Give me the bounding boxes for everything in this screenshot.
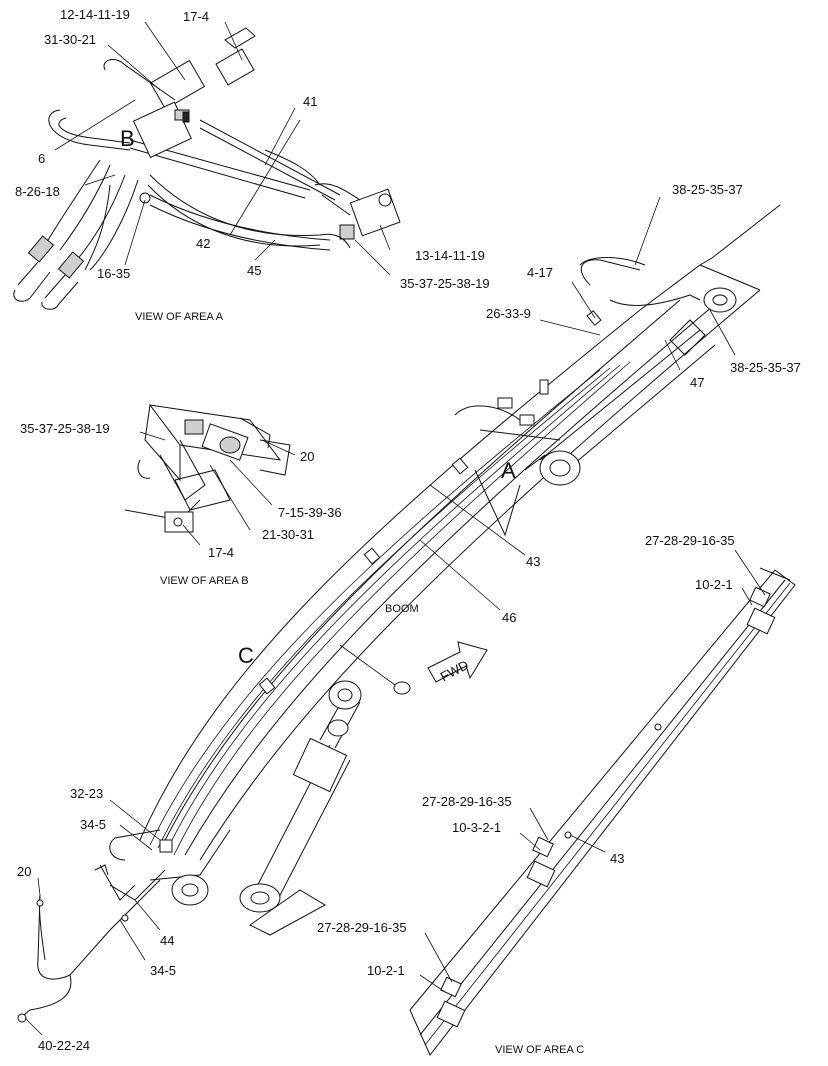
callout-13-14-11-19: 13-14-11-19 — [415, 248, 485, 263]
view-area-a-label: VIEW OF AREA A — [135, 311, 224, 323]
callout-46: 46 — [502, 610, 516, 625]
callout-43-c: 43 — [610, 851, 624, 866]
leaders-area-a — [54, 21, 391, 276]
callout-16-35: 16-35 — [97, 266, 130, 281]
view-area-a-drawing — [13, 27, 401, 310]
callout-35-37-25-38-19-b: 35-37-25-38-19 — [20, 421, 110, 436]
callout-40-22-24: 40-22-24 — [38, 1038, 90, 1053]
callout-labels: 12-14-11-19 17-4 31-30-21 41 6 8-26-18 4… — [15, 7, 801, 1056]
boom-label: BOOM — [385, 603, 419, 615]
leaders-area-b — [139, 431, 296, 546]
callout-31-30-21: 31-30-21 — [44, 32, 96, 47]
callout-35-37-25-38-19-a: 35-37-25-38-19 — [400, 276, 490, 291]
view-area-b-label: VIEW OF AREA B — [160, 575, 249, 587]
callout-10-2-1-top: 10-2-1 — [695, 577, 733, 592]
callout-34-5-top: 34-5 — [80, 817, 106, 832]
callout-27-28-29-16-35-mid: 27-28-29-16-35 — [422, 794, 512, 809]
callout-26-33-9: 26-33-9 — [486, 306, 531, 321]
callout-6: 6 — [38, 151, 45, 166]
view-area-c-drawing — [409, 567, 796, 1056]
callout-38-25-35-37-top: 38-25-35-37 — [672, 182, 743, 197]
area-marker-a: A — [501, 458, 516, 483]
callout-20-lower: 20 — [17, 864, 31, 879]
callout-20-b: 20 — [300, 449, 314, 464]
area-marker-b: B — [120, 126, 135, 151]
callout-21-30-31: 21-30-31 — [262, 527, 314, 542]
boom-drawing — [109, 204, 781, 936]
callout-34-5-bot: 34-5 — [150, 963, 176, 978]
area-marker-c: C — [238, 643, 254, 668]
callout-38-25-35-37-right: 38-25-35-37 — [730, 360, 801, 375]
fwd-arrow: FWD — [427, 641, 488, 684]
callout-17-4-b: 17-4 — [208, 545, 234, 560]
callout-10-3-2-1: 10-3-2-1 — [452, 820, 501, 835]
lower-left-harness — [17, 864, 166, 1023]
callout-4-17: 4-17 — [527, 265, 553, 280]
callout-17-4-a: 17-4 — [183, 9, 209, 24]
callout-47: 47 — [690, 375, 704, 390]
leaders-area-c — [419, 549, 766, 993]
view-area-c-label: VIEW OF AREA C — [495, 1044, 584, 1056]
callout-43-main: 43 — [526, 554, 540, 569]
callout-45: 45 — [247, 263, 261, 278]
callout-44: 44 — [160, 933, 174, 948]
callout-12-14-11-19: 12-14-11-19 — [60, 7, 130, 22]
leaders-main — [419, 196, 736, 611]
callout-8-26-18: 8-26-18 — [15, 184, 60, 199]
view-area-b-drawing — [124, 404, 291, 533]
callout-27-28-29-16-35-top: 27-28-29-16-35 — [645, 533, 735, 548]
callout-27-28-29-16-35-bot: 27-28-29-16-35 — [317, 920, 407, 935]
callout-7-15-39-36: 7-15-39-36 — [278, 505, 342, 520]
leaders-lower-left — [24, 799, 161, 1036]
callout-42: 42 — [196, 236, 210, 251]
callout-32-23: 32-23 — [70, 786, 103, 801]
callout-41: 41 — [303, 94, 317, 109]
callout-10-2-1-bot: 10-2-1 — [367, 963, 405, 978]
